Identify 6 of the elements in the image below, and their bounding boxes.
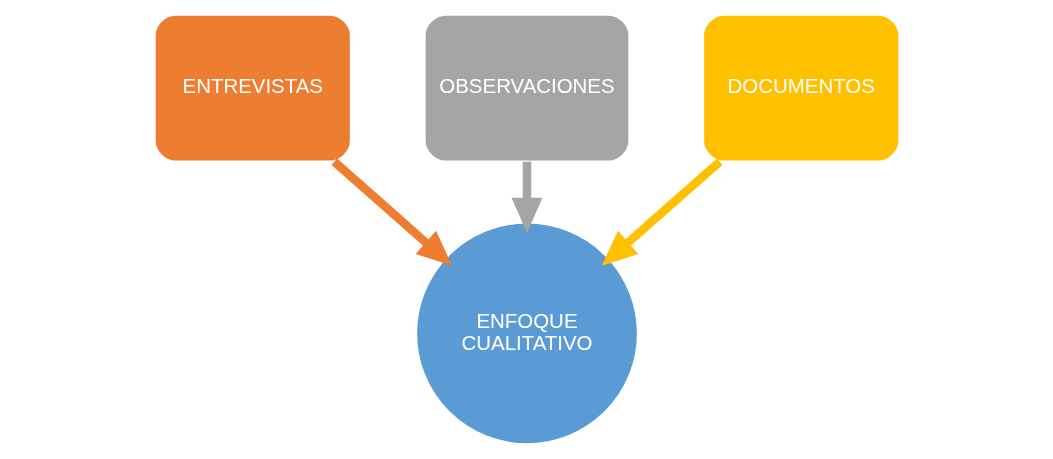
arrow — [330, 158, 452, 266]
node-box: DOCUMENTOS — [701, 14, 900, 163]
arrow — [601, 158, 723, 266]
node-box: OBSERVACIONES — [423, 14, 630, 163]
arrow — [511, 161, 542, 234]
node-box: ENTREVISTAS — [153, 14, 352, 163]
